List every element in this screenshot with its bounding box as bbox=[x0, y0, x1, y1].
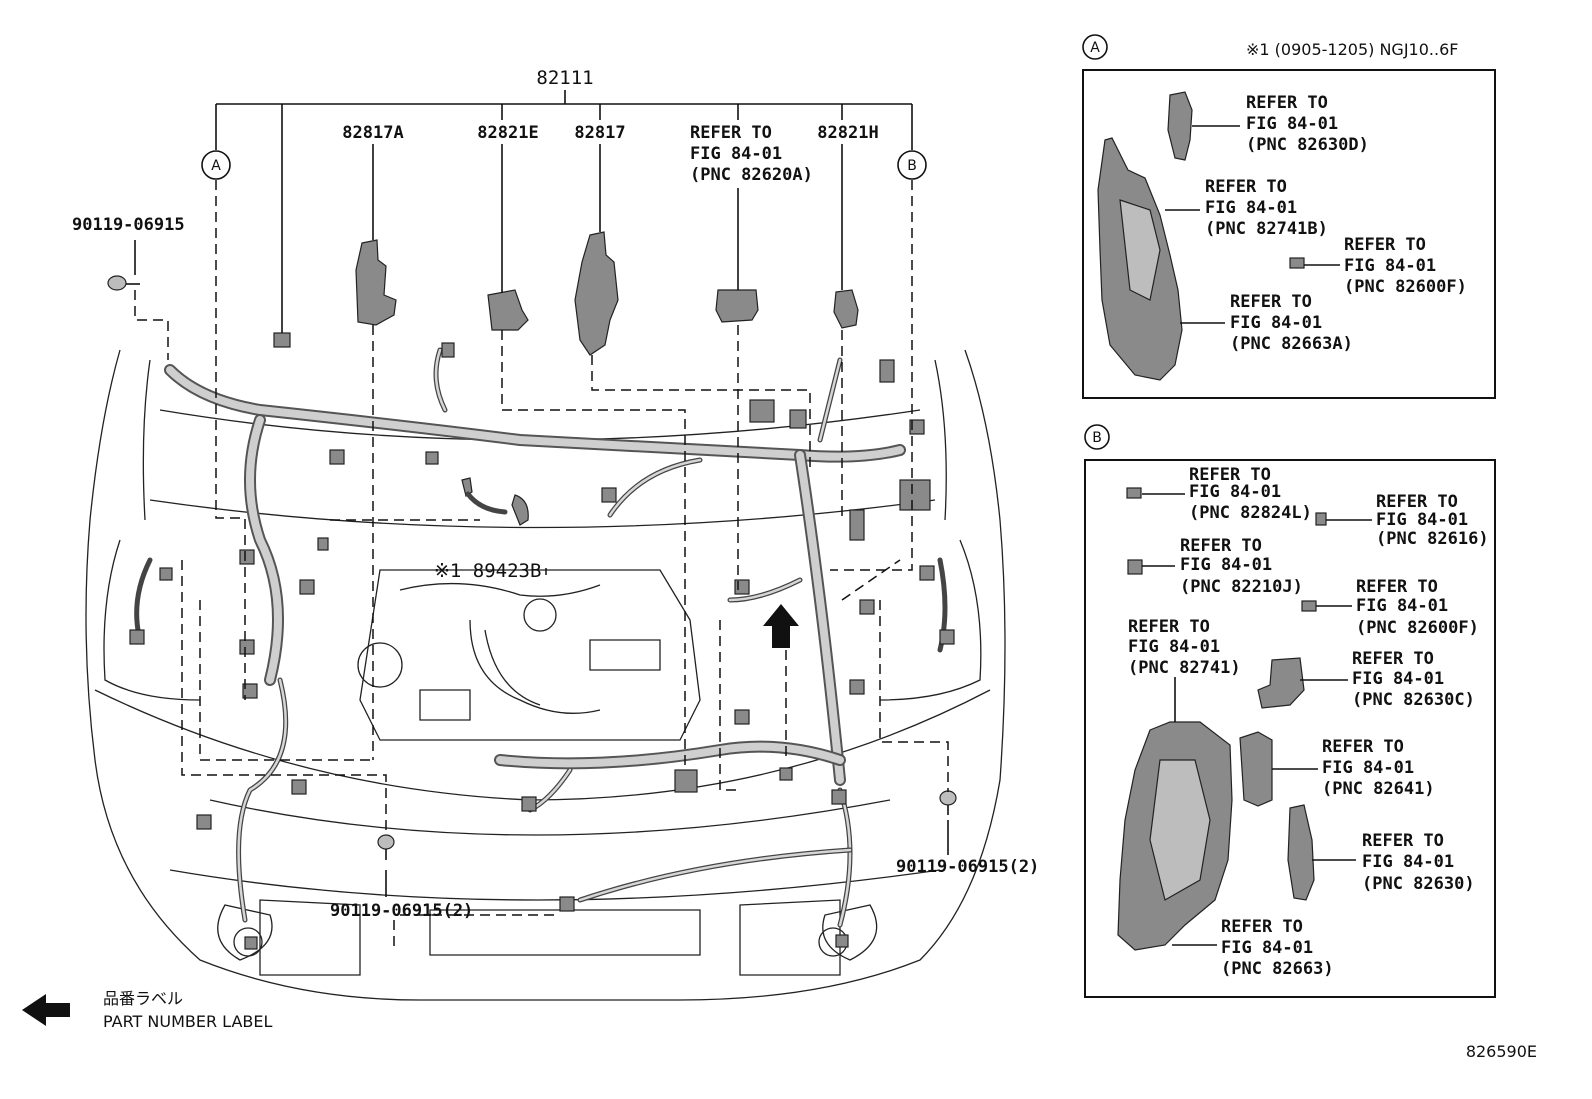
legend-label-japanese: 品番ラベル bbox=[103, 989, 183, 1008]
panel-a-note: ※1 (0905-1205) NGJ10..6F bbox=[1246, 40, 1458, 59]
panel-b-ref-1-line-2: FIG 84-01 bbox=[1189, 482, 1281, 502]
panel-b-ref-8-line-2: FIG 84-01 bbox=[1362, 852, 1454, 872]
part-number-label-arrow-icon bbox=[763, 604, 799, 648]
main-wire-harness bbox=[134, 347, 948, 928]
engine-block bbox=[357, 569, 701, 741]
refer-to-line-1: REFER TO bbox=[690, 123, 772, 143]
panel-b-ref-1-line-1: REFER TO bbox=[1189, 465, 1271, 485]
panel-b-ref-6-line-1: REFER TO bbox=[1352, 649, 1434, 669]
legend-label-english: PART NUMBER LABEL bbox=[103, 1012, 272, 1031]
bolt-left-icon bbox=[107, 275, 140, 291]
panel-a-ref-4-line-3: (PNC 82663A) bbox=[1230, 334, 1353, 354]
panel-a-ref-1-line-1: REFER TO bbox=[1246, 93, 1328, 113]
panel-b-ref-3-line-1: REFER TO bbox=[1180, 536, 1262, 556]
bolt-left-label: 90119-06915 bbox=[72, 215, 185, 235]
panel-a-ref-4-line-1: REFER TO bbox=[1230, 292, 1312, 312]
panel-b-ref-4-line-2: FIG 84-01 bbox=[1356, 596, 1448, 616]
panel-b-ref-4-line-1: REFER TO bbox=[1356, 577, 1438, 597]
panel-b-ref-2-line-3: (PNC 82616) bbox=[1376, 529, 1489, 549]
panel-a-ref-2-line-3: (PNC 82741B) bbox=[1205, 219, 1328, 239]
sensor-89423B-part bbox=[461, 477, 529, 526]
panel-b-ref-5-line-1: REFER TO bbox=[1128, 617, 1210, 637]
harness-connectors bbox=[129, 332, 955, 950]
figure-code: 826590E bbox=[1466, 1042, 1537, 1061]
panel-b-ref-7-line-1: REFER TO bbox=[1322, 737, 1404, 757]
panel-a-circle bbox=[1082, 34, 1108, 60]
bolt-right-label: 90119-06915(2) bbox=[896, 857, 1039, 877]
panel-b-ref-6-line-3: (PNC 82630C) bbox=[1352, 690, 1475, 710]
panel-b-ref-5-line-3: (PNC 82741) bbox=[1128, 658, 1241, 678]
bolt-center-icon bbox=[377, 834, 395, 860]
panel-a-ref-3-line-3: (PNC 82600F) bbox=[1344, 277, 1467, 297]
label-82817: 82817 bbox=[574, 123, 625, 143]
refer-to-line-2: FIG 84-01 bbox=[690, 144, 782, 164]
panel-a-ref-3-line-2: FIG 84-01 bbox=[1344, 256, 1436, 276]
dashed-guide-lines bbox=[134, 180, 949, 950]
left-arrow-icon bbox=[22, 994, 70, 1026]
bolt-center-label: 90119-06915(2) bbox=[330, 901, 473, 921]
connector-82817A-part bbox=[355, 239, 397, 326]
label-82821H: 82821H bbox=[817, 123, 878, 143]
panel-a-letter: A bbox=[1090, 40, 1100, 56]
panel-b-ref-2-line-2: FIG 84-01 bbox=[1376, 510, 1468, 530]
callout-b-circle bbox=[897, 150, 927, 180]
panel-a-ref-4-line-2: FIG 84-01 bbox=[1230, 313, 1322, 333]
connector-82620A-part bbox=[715, 289, 759, 323]
panel-b-ref-3-line-2: FIG 84-01 bbox=[1180, 555, 1272, 575]
panel-b-ref-5-line-2: FIG 84-01 bbox=[1128, 637, 1220, 657]
connector-82817-part bbox=[574, 231, 619, 356]
panel-b-ref-3-line-3: (PNC 82210J) bbox=[1180, 577, 1303, 597]
panel-b-ref-9-line-2: FIG 84-01 bbox=[1221, 938, 1313, 958]
panel-a-ref-2-line-2: FIG 84-01 bbox=[1205, 198, 1297, 218]
panel-b-ref-8-line-3: (PNC 82630) bbox=[1362, 874, 1475, 894]
panel-b-ref-8-line-1: REFER TO bbox=[1362, 831, 1444, 851]
refer-to-line-3: (PNC 82620A) bbox=[690, 165, 813, 185]
panel-b-ref-7-line-2: FIG 84-01 bbox=[1322, 758, 1414, 778]
label-82817A: 82817A bbox=[342, 123, 403, 143]
bolt-right-icon bbox=[939, 790, 957, 815]
callout-a-letter: A bbox=[211, 158, 221, 174]
panel-b-ref-9-line-3: (PNC 82663) bbox=[1221, 959, 1334, 979]
panel-b-letter: B bbox=[1092, 430, 1102, 446]
panel-b-ref-6-line-2: FIG 84-01 bbox=[1352, 669, 1444, 689]
callout-b-letter: B bbox=[907, 158, 917, 174]
sensor-label: ※1 89423B bbox=[434, 560, 541, 582]
callout-a-circle bbox=[201, 150, 231, 180]
connector-82821H-part bbox=[833, 289, 859, 329]
detail-panel-a: A ※1 (0905-1205) NGJ10..6F REFER TO FIG … bbox=[1082, 34, 1496, 399]
panel-a-ref-1-line-3: (PNC 82630D) bbox=[1246, 135, 1369, 155]
panel-b-circle bbox=[1084, 424, 1110, 450]
panel-a-ref-3-line-1: REFER TO bbox=[1344, 235, 1426, 255]
legend: 品番ラベル PART NUMBER LABEL bbox=[22, 989, 272, 1031]
panel-b-ref-7-line-3: (PNC 82641) bbox=[1322, 779, 1435, 799]
panel-b-ref-4-line-3: (PNC 82600F) bbox=[1356, 618, 1479, 638]
vehicle-front-outline bbox=[85, 349, 1006, 1001]
connector-82821E-part bbox=[487, 289, 529, 331]
panel-a-ref-2-line-1: REFER TO bbox=[1205, 177, 1287, 197]
panel-b-ref-1-line-3: (PNC 82824L) bbox=[1189, 503, 1312, 523]
main-harness-part-number: 82111 bbox=[536, 67, 593, 89]
panel-a-ref-1-line-2: FIG 84-01 bbox=[1246, 114, 1338, 134]
label-82821E: 82821E bbox=[477, 123, 538, 143]
panel-b-ref-2-line-1: REFER TO bbox=[1376, 492, 1458, 512]
panel-b-ref-9-line-1: REFER TO bbox=[1221, 917, 1303, 937]
leader-lines bbox=[134, 90, 949, 897]
detail-panel-b: B REFER TO FIG 84-01 (PNC 82824L) REFER … bbox=[1084, 424, 1496, 998]
